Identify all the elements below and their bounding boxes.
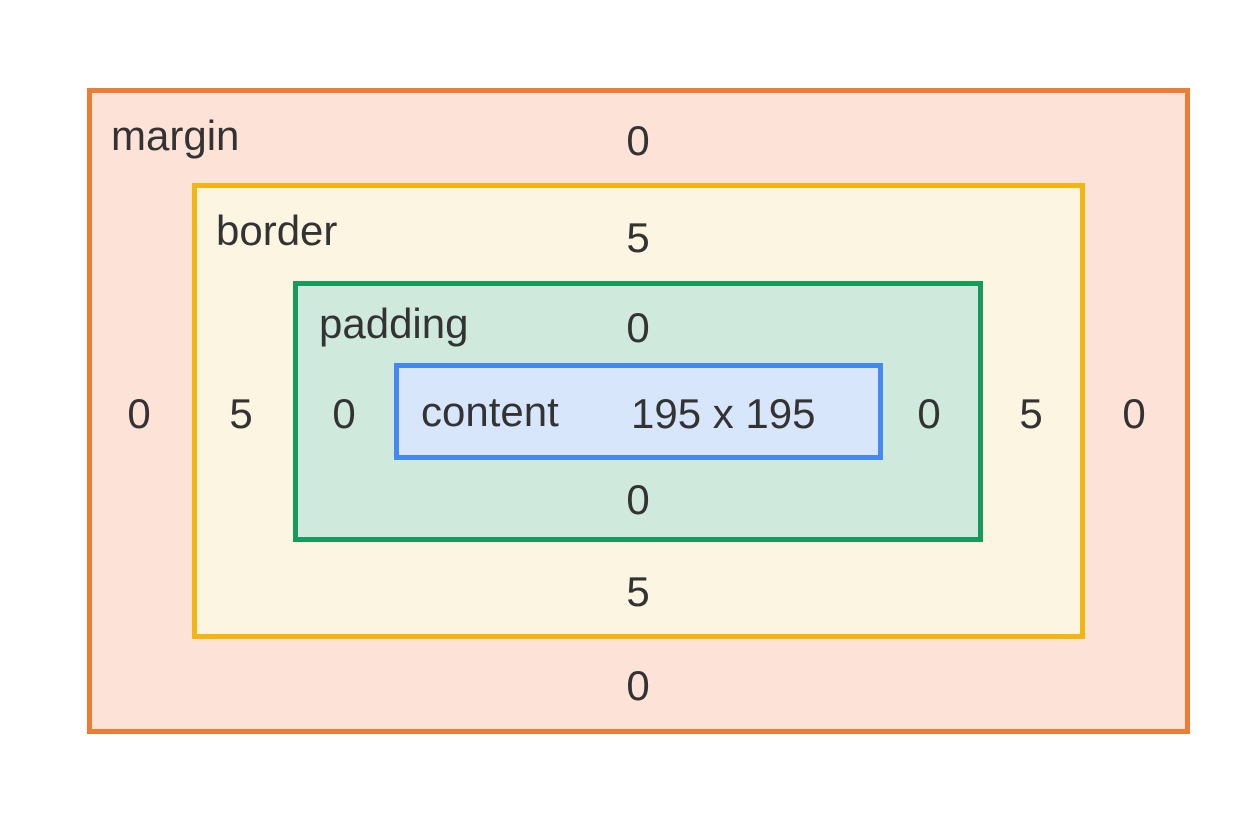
border-right-value: 5 [1019,390,1043,437]
border-left-value: 5 [229,390,253,437]
margin-bottom-value: 0 [626,662,650,709]
content-size: 195 x 195 [631,390,816,437]
margin-right-value: 0 [1122,390,1146,437]
border-bottom-value: 5 [626,568,650,615]
padding-right-value: 0 [917,390,941,437]
padding-bottom-value: 0 [626,476,650,523]
padding-top-value: 0 [626,304,650,351]
padding-left-value: 0 [332,390,356,437]
padding-label: padding [319,300,469,347]
margin-top-value: 0 [626,117,650,164]
margin-label: margin [111,112,240,159]
content-label: content [421,388,559,435]
border-top-value: 5 [626,214,650,261]
content-box [394,363,883,460]
border-label: border [216,207,338,254]
margin-left-value: 0 [127,390,151,437]
